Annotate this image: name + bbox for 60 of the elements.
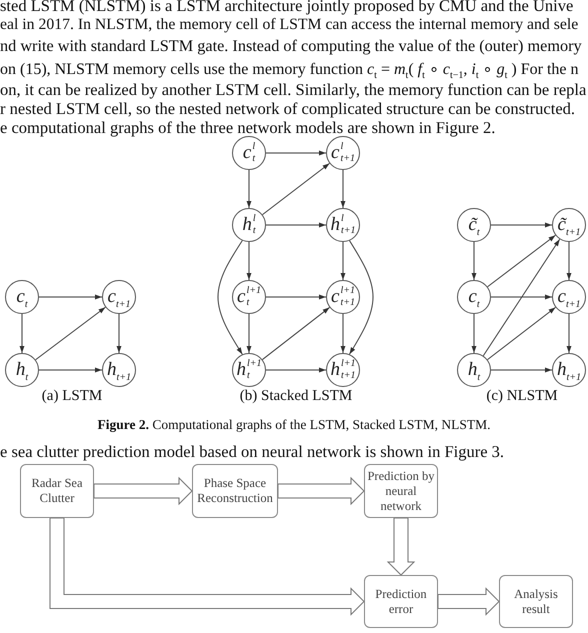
state-circle: h$_{t}$	[5, 353, 39, 387]
arrow	[486, 306, 556, 360]
arrow	[490, 368, 552, 372]
arrow	[348, 240, 374, 355]
state-circle: h$_{t+1}$	[102, 353, 136, 387]
arrow	[262, 306, 330, 360]
state-circle: c$_{t+1}$	[552, 280, 586, 314]
arrow	[266, 222, 326, 228]
subfigure-caption: (c) NLSTM	[486, 388, 558, 405]
arrow	[487, 234, 556, 288]
arrow	[266, 368, 326, 372]
arrow	[262, 162, 330, 216]
subfigure-caption: (b) Stacked LSTM	[240, 388, 352, 405]
body-text: on, it can be realized by another LSTM cell. Similarly, the memory function can be repla	[0, 80, 586, 100]
arrow	[472, 314, 476, 354]
process-box: Analysis result	[499, 575, 573, 628]
subfigure-caption: (a) LSTM	[42, 388, 102, 405]
body-text: r nested LSTM cell, so the nested network of complicated structure can be constructed.	[0, 99, 576, 119]
state-circle: c$_{t+1}$	[102, 280, 136, 314]
arrow	[340, 314, 346, 354]
arrow	[38, 368, 102, 372]
body-text: e sea clutter prediction model based on neural network is shown in Figure 3.	[0, 442, 504, 462]
arrow	[38, 294, 102, 300]
body-text: eal in 2017. In NLSTM, the memory cell of LSTM can access the internal memory and sele	[0, 16, 578, 34]
arrow	[20, 314, 24, 354]
body-text: on (15), NLSTM memory cells use the memory function c$_{t}$ = m$_{t}$( f$_{t}$ ∘ c$_{t−1}$, i$_{t}$ ∘ g$_{t}$ ) For the n	[0, 60, 579, 82]
figure-caption: Figure 2. Computational graphs of the LSTM, Stacked LSTM, NLSTM.	[97, 417, 491, 433]
arrow	[490, 222, 552, 228]
arrow	[482, 238, 560, 356]
block-arrow	[50, 518, 365, 616]
process-box: Prediction by neural network	[364, 464, 438, 518]
state-circle: c̃$_{t}$	[457, 208, 491, 242]
block-arrow	[438, 587, 500, 616]
block-arrow	[278, 476, 365, 506]
arrow	[266, 294, 326, 300]
body-text: nd write with standard LSTM gate. Instead of computing the value of the (outer) memory	[0, 37, 582, 56]
arrow	[35, 306, 106, 360]
arrow	[566, 314, 572, 354]
arrow	[340, 242, 346, 280]
block-arrow	[94, 476, 193, 506]
state-circle: c$_{t}$	[5, 280, 39, 314]
process-box: Radar Sea Clutter	[20, 464, 94, 518]
arrow	[266, 150, 326, 156]
state-circle: c$_{t}$	[457, 280, 491, 314]
arrow	[490, 294, 552, 300]
arrow	[246, 314, 252, 354]
block-arrow	[386, 518, 416, 576]
arrow	[472, 242, 476, 280]
arrow	[116, 314, 122, 354]
state-circle: c̃$_{t+1}$	[552, 208, 586, 242]
state-circle: h$_{t+1}$	[552, 353, 586, 387]
state-circle: h$_{t}$	[457, 353, 491, 387]
arrow	[340, 170, 346, 208]
process-box: Phase Space Reconstruction	[192, 464, 278, 518]
process-box: Prediction error	[364, 575, 438, 628]
arrow	[566, 242, 572, 280]
arrow	[218, 240, 243, 355]
arrow	[246, 170, 252, 208]
arrow	[246, 242, 252, 280]
body-text: e computational graphs of the three network models are shown in Figure 2.	[0, 118, 496, 138]
